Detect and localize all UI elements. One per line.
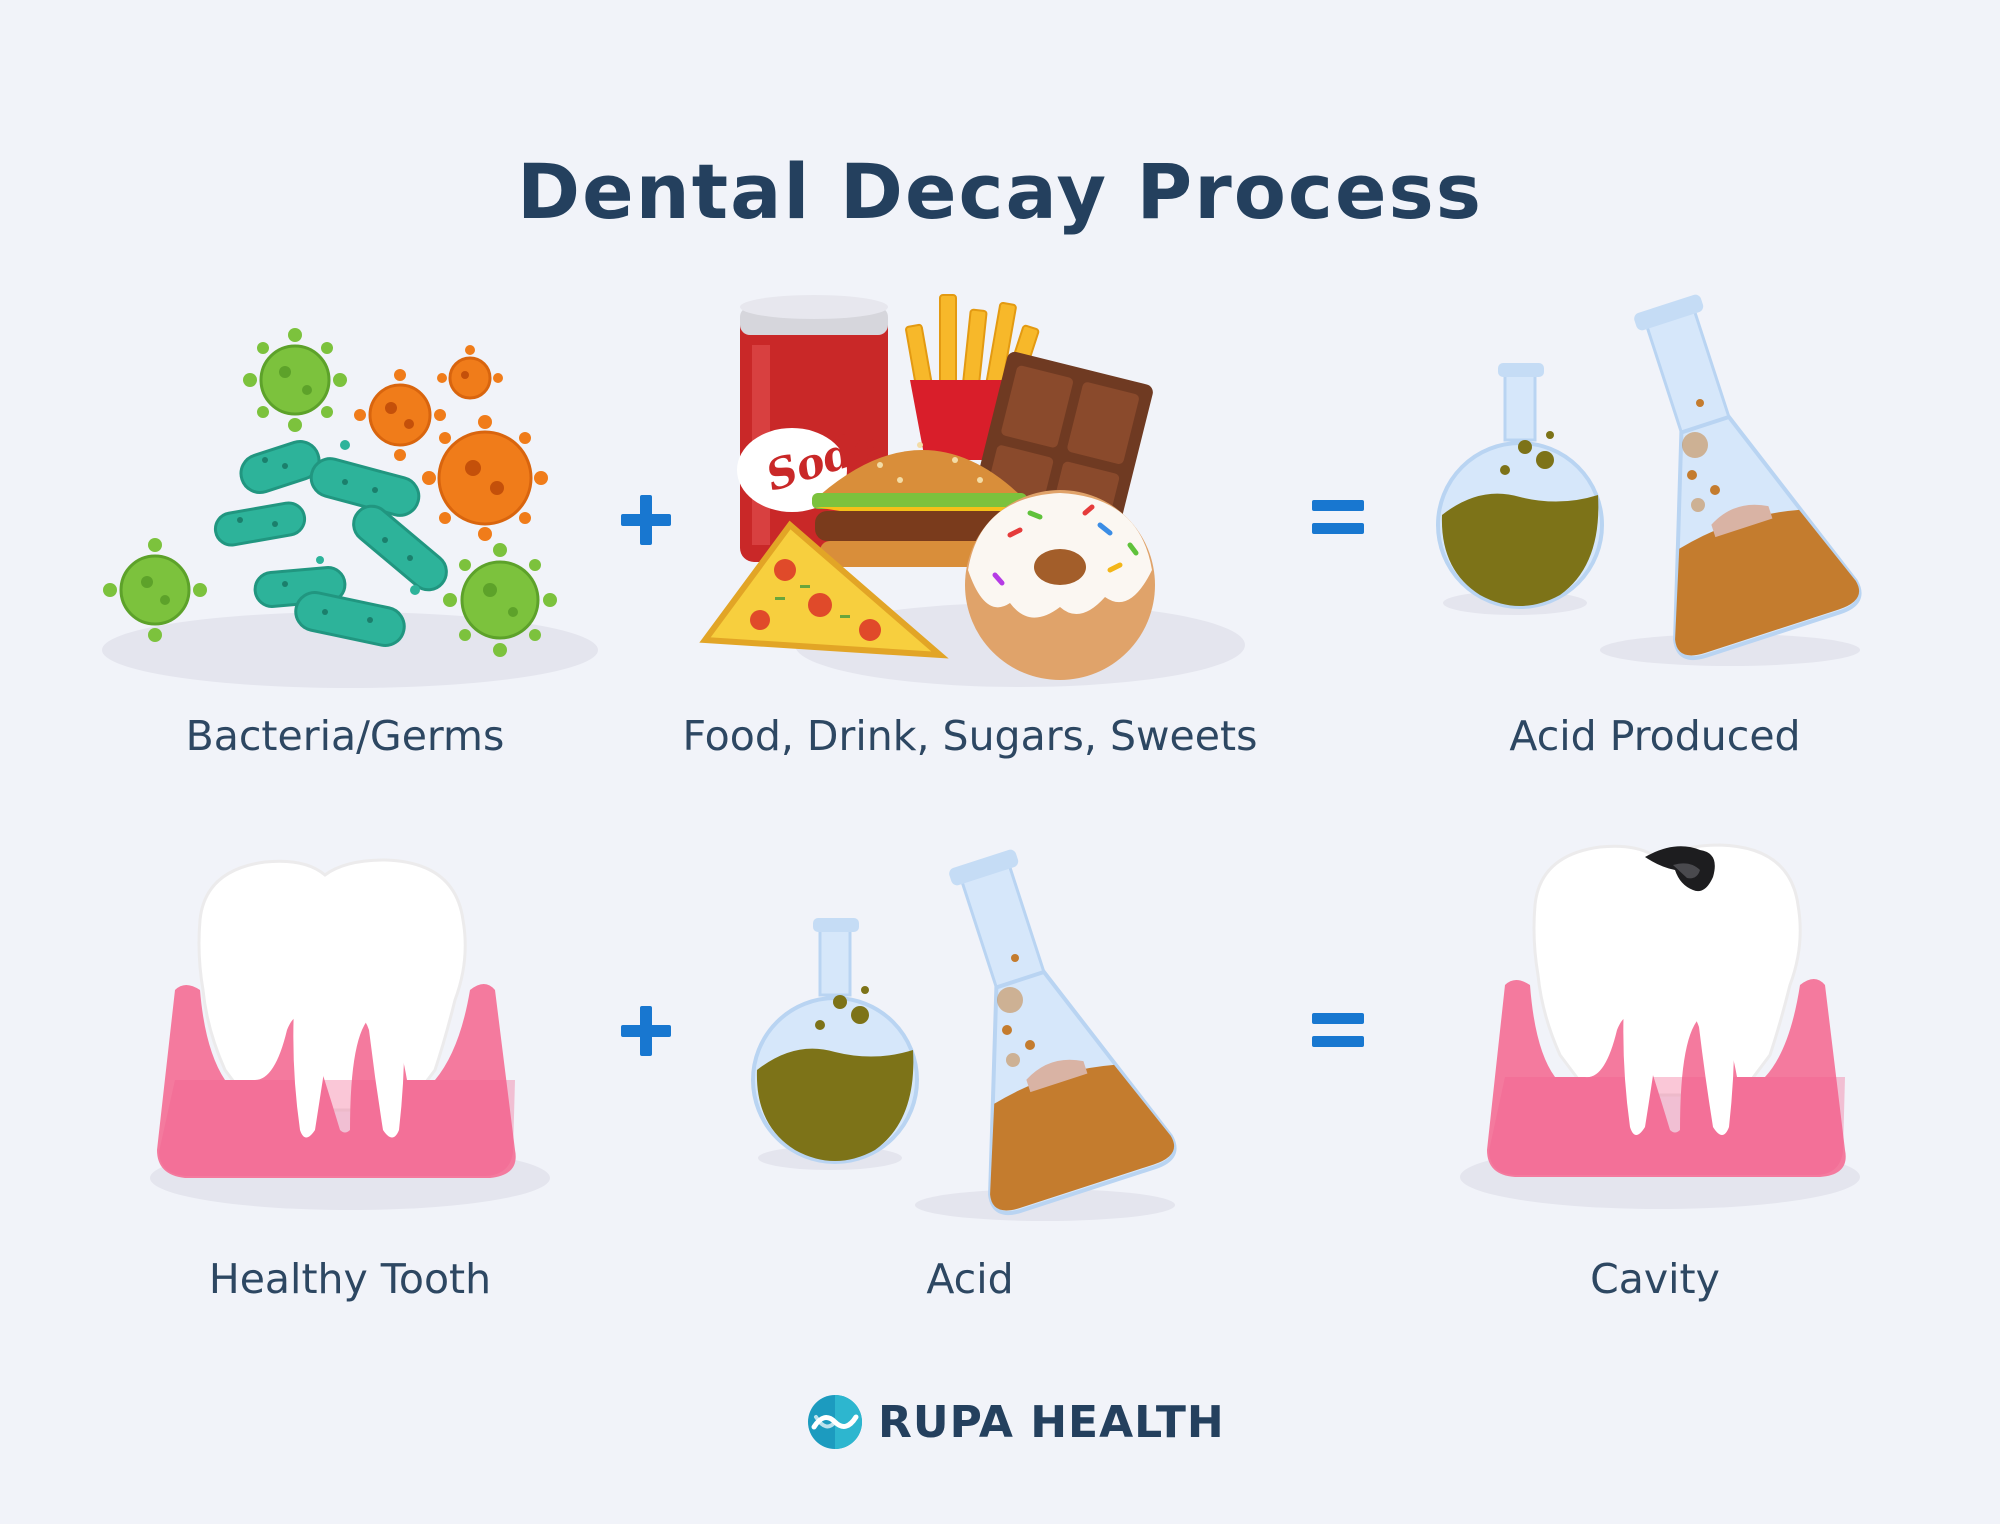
acid-flasks-icon bbox=[1436, 294, 1862, 666]
germs-icon bbox=[102, 328, 598, 688]
brand-name: RUPA HEALTH bbox=[878, 1396, 1225, 1448]
food-label: Food, Drink, Sugars, Sweets bbox=[682, 712, 1258, 760]
healthy-tooth-icon bbox=[150, 858, 550, 1210]
junk-food-icon: Soda bbox=[699, 294, 1245, 687]
equals-icon bbox=[1312, 500, 1364, 534]
acid-label: Acid bbox=[926, 1255, 1014, 1303]
brand-logo: RUPA HEALTH bbox=[806, 1392, 1225, 1452]
acid-produced-label: Acid Produced bbox=[1509, 712, 1801, 760]
equals-icon-2 bbox=[1312, 1013, 1364, 1047]
plus-icon-2 bbox=[621, 1006, 671, 1056]
bacteria-label: Bacteria/Germs bbox=[185, 712, 505, 760]
plus-icon bbox=[621, 495, 671, 545]
healthy-tooth-label: Healthy Tooth bbox=[208, 1255, 492, 1303]
cavity-tooth-icon bbox=[1460, 843, 1860, 1209]
acid-flasks-icon-2 bbox=[751, 849, 1177, 1221]
page-title: Dental Decay Process bbox=[517, 146, 1483, 236]
cavity-label: Cavity bbox=[1590, 1255, 1720, 1303]
rupa-logo-icon bbox=[808, 1395, 862, 1449]
